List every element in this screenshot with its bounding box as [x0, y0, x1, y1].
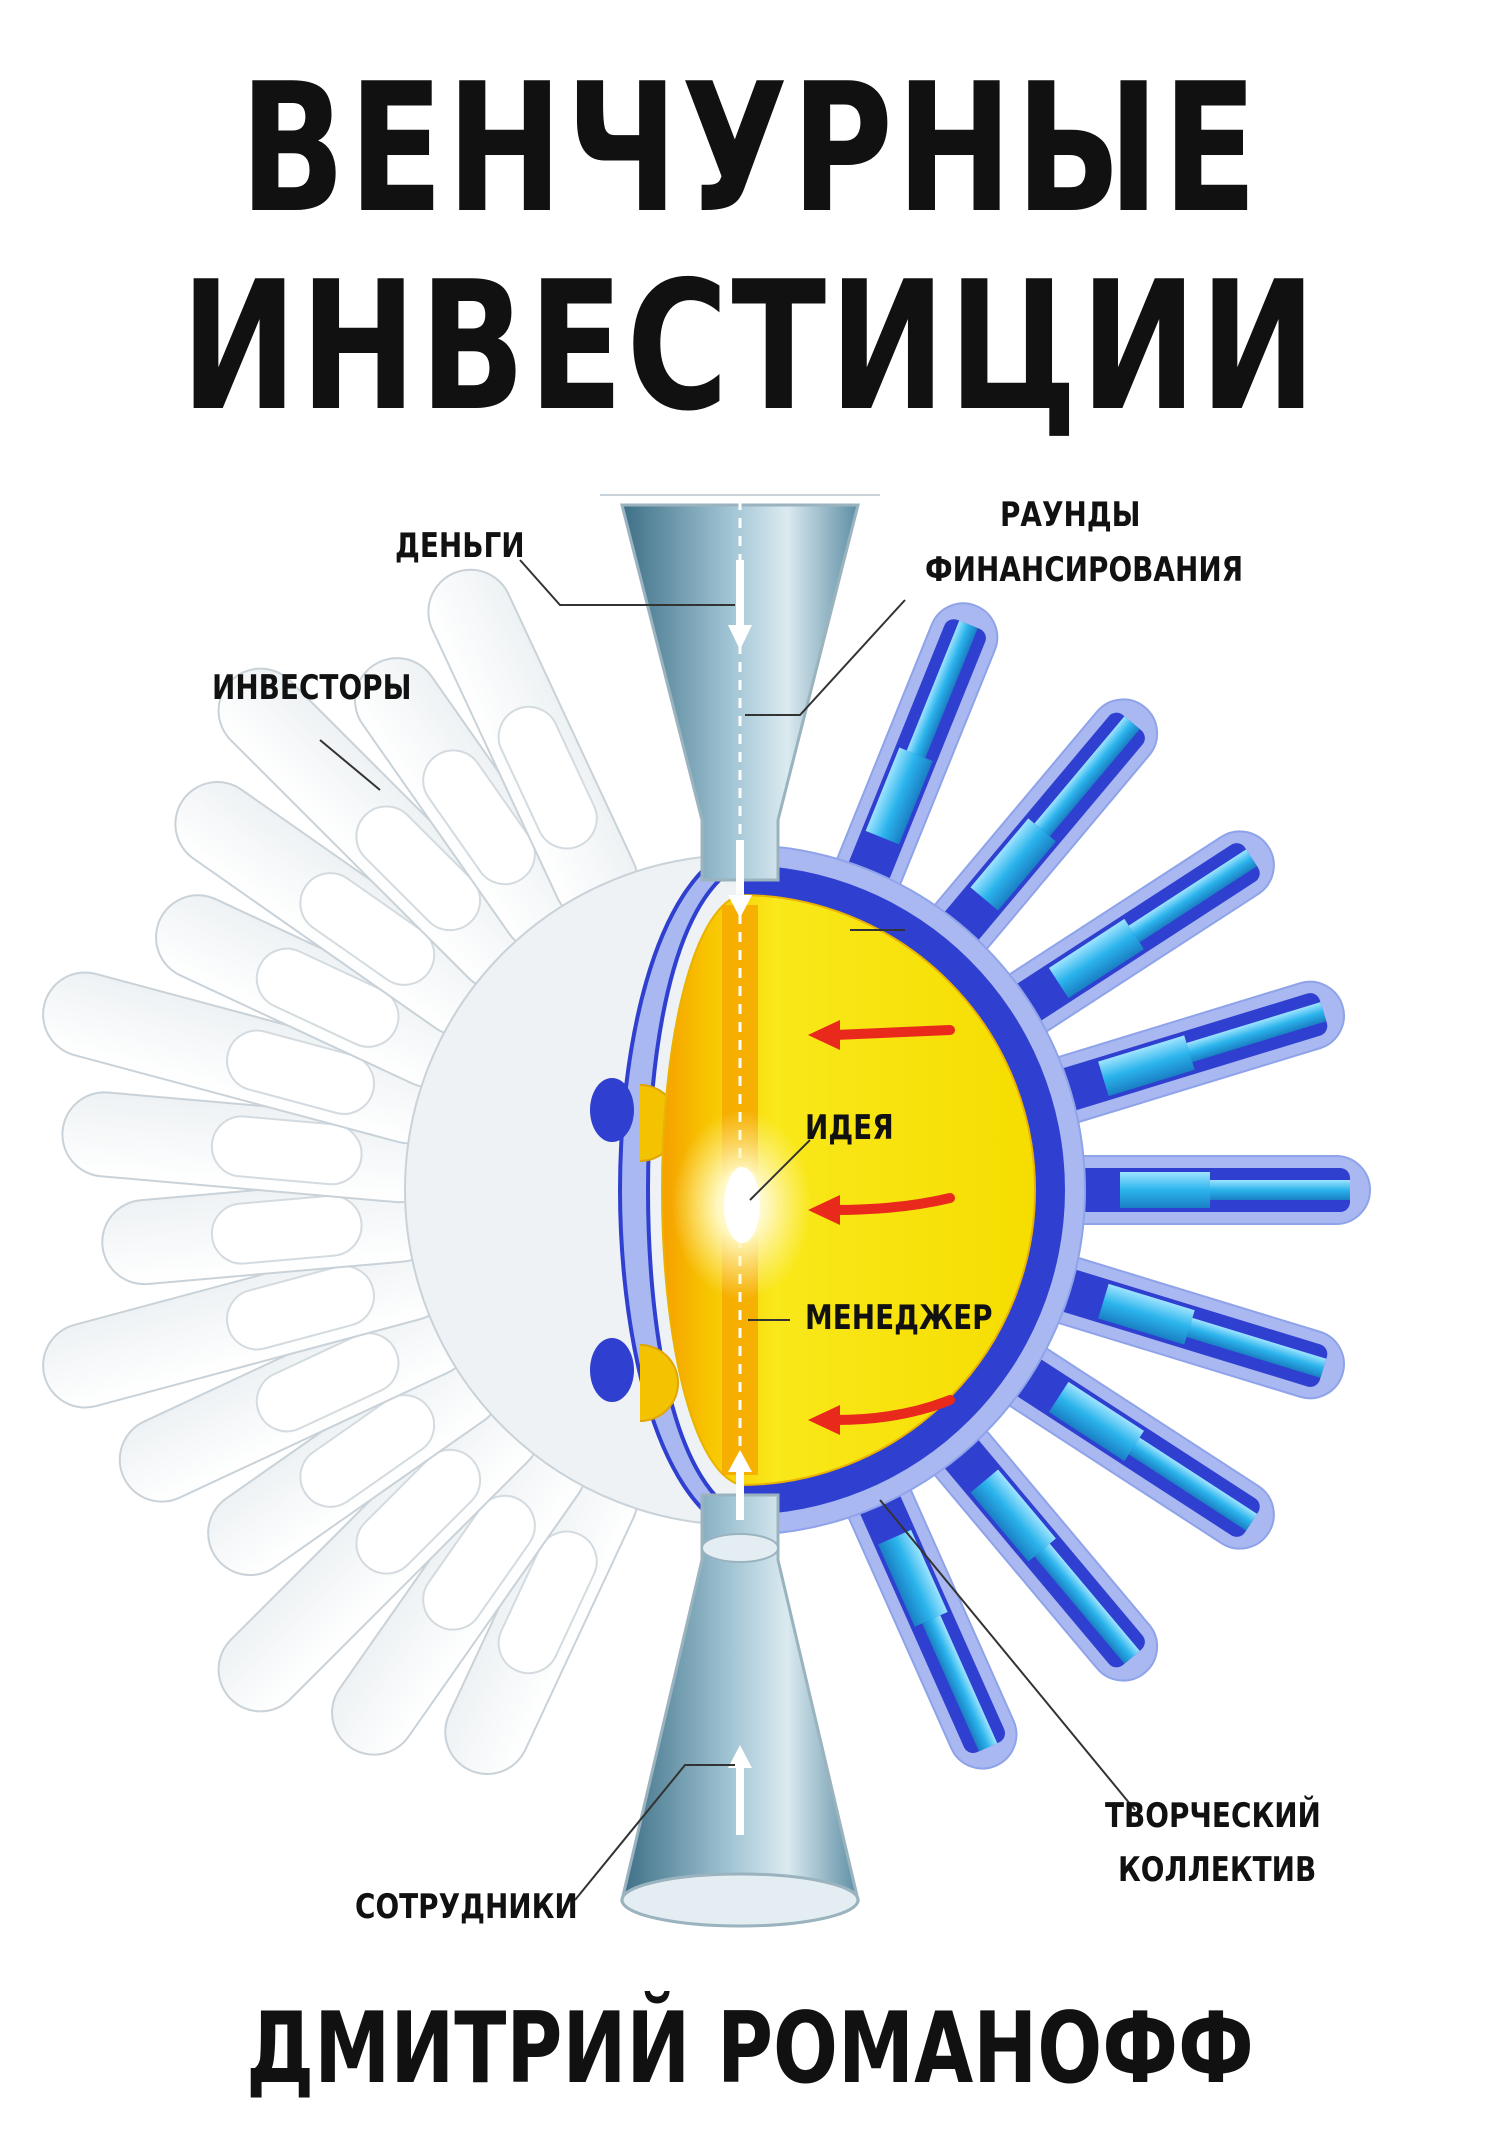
bottom-funnel-neck	[701, 1533, 779, 1563]
team-tube	[985, 830, 1275, 1044]
side-blob-bottom	[639, 1344, 679, 1422]
leader-lines	[319, 559, 1136, 1901]
ghost-tube	[155, 894, 474, 1089]
red-arrows	[830, 1025, 955, 1425]
bottom-funnel-base	[620, 1872, 860, 1928]
team-tube	[1039, 1155, 1371, 1225]
team-tube	[919, 698, 1159, 970]
title-line-1: ВЕНЧУРНЫЕ	[239, 45, 1261, 252]
team-tube	[919, 1410, 1159, 1682]
label-rounds-line2: ФИНАНСИРОВАНИЯ	[925, 550, 1244, 590]
label-money: ДЕНЬГИ	[395, 526, 525, 566]
side-knob-top	[590, 1078, 634, 1142]
ghost-tube	[427, 568, 639, 924]
title-line-2: ИНВЕСТИЦИИ	[180, 243, 1320, 450]
label-team-line1: ТВОРЧЕСКИЙ	[1105, 1796, 1321, 1836]
label-rounds-line1: РАУНДЫ	[1000, 495, 1141, 535]
team-tube	[985, 1336, 1275, 1550]
label-employees: СОТРУДНИКИ	[355, 1887, 578, 1927]
ghost-tube	[217, 667, 542, 992]
label-idea: ИДЕЯ	[805, 1108, 894, 1148]
ghost-tube	[444, 1456, 639, 1775]
label-investors: ИНВЕСТОРЫ	[212, 668, 412, 708]
red-arrowheads	[808, 1020, 840, 1435]
idea-spark	[724, 1167, 760, 1243]
ghost-tube	[174, 781, 503, 1037]
side-knob-bottom	[590, 1338, 634, 1402]
team-tube	[840, 1460, 1018, 1770]
ghost-tube	[101, 1176, 443, 1286]
author-name: ДМИТРИЙ РОМАНОФФ	[246, 1992, 1254, 2106]
team-tube	[830, 602, 999, 916]
ghost-tube	[118, 1291, 474, 1503]
investor-tubes	[42, 568, 639, 1775]
ghost-tube	[207, 1343, 503, 1576]
label-team-line2: КОЛЛЕКТИВ	[1118, 1850, 1317, 1890]
flow-arrows	[728, 560, 752, 1835]
top-funnel	[620, 503, 860, 882]
team-tubes	[830, 602, 1371, 1770]
label-manager: МЕНЕДЖЕР	[805, 1298, 993, 1338]
team-tube	[1024, 1252, 1345, 1400]
team-tube	[1024, 980, 1345, 1128]
